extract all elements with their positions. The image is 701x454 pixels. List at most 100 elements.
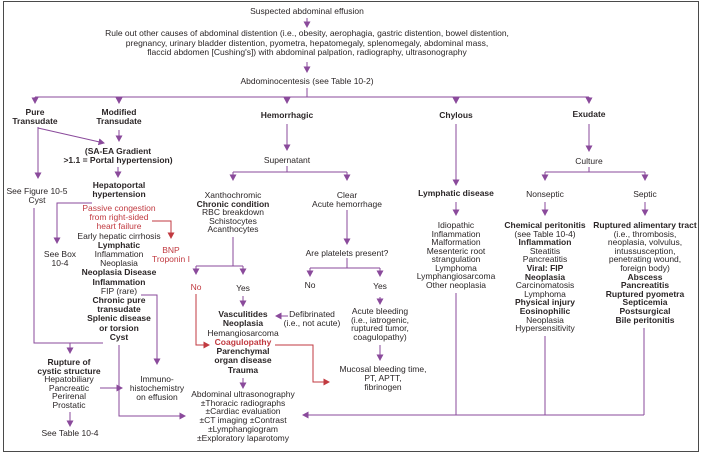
flow-text-line: from right-sided xyxy=(89,212,149,223)
flow-text-line: Rupture of xyxy=(47,357,91,367)
flow-text-line: heart failure xyxy=(96,221,142,232)
flow-text-line: Schistocytes xyxy=(209,215,257,226)
node-no-left: No xyxy=(186,283,206,292)
flow-text-line: Parenchymal xyxy=(216,346,270,357)
flow-text-line: Troponin I xyxy=(152,254,190,264)
flow-text-line: fibrinogen xyxy=(364,382,402,392)
flow-text-line: Lymphoma xyxy=(524,288,566,299)
node-hemorrhagic: Hemorrhagic xyxy=(247,111,327,120)
flow-text-line: hypertension xyxy=(92,189,146,200)
flow-text-line: Supernatant xyxy=(263,155,311,165)
flow-text-line: Yes xyxy=(236,283,250,293)
flow-text-line: Pancreatitis xyxy=(620,280,670,291)
flow-text-line: (SA-EA Gradient xyxy=(84,146,152,156)
flow-text-line: coagulopathy) xyxy=(353,331,407,342)
flow-text-line: Mucosal bleeding time, xyxy=(339,364,427,374)
node-rule-out-other-causes: Rule out other causes of abdominal diste… xyxy=(47,28,567,58)
flow-text-line: Steatitis xyxy=(529,245,561,256)
node-supernatant: Supernatant xyxy=(247,156,327,165)
node-mucosal-bleeding-tests: Mucosal bleeding time,PT, APTT,fibrinoge… xyxy=(330,365,436,392)
node-chylous: Chylous xyxy=(416,111,496,120)
flow-text-line: Early hepatic cirrhosis xyxy=(77,230,161,241)
flow-text-line: Other neoplasia xyxy=(425,279,486,290)
flow-text-line: Transudate xyxy=(12,116,58,127)
node-exudate: Exudate xyxy=(549,110,629,119)
flow-text-line: Lymphatic xyxy=(97,239,141,250)
flow-text-line: Chemical peritonitis xyxy=(504,220,586,230)
flow-text-line: (i.e., iatrogenic, xyxy=(350,314,410,325)
flow-text-line: Lymphangiosarcoma xyxy=(416,271,496,281)
node-sa-ea-gradient: (SA-EA Gradient>1.1 = Portal hypertensio… xyxy=(48,146,188,166)
flow-text-line: strangulation xyxy=(431,254,481,264)
flow-text-line: Eosinophilic xyxy=(519,305,571,316)
flow-text-line: Immuno- xyxy=(140,374,174,384)
flow-text-line: Ruptured pyometra xyxy=(605,288,685,299)
node-nonseptic: Nonseptic xyxy=(505,190,585,199)
flow-text-line: Neoplasia xyxy=(526,314,564,325)
flow-text-line: Coagulopathy xyxy=(214,336,272,347)
flow-text-line: intussusception, xyxy=(614,245,676,256)
flow-text-line: Neoplasia Disease xyxy=(81,267,157,278)
flow-text-line: Abdominal ultrasonography xyxy=(191,389,295,399)
flow-text-line: Ruptured alimentary tract xyxy=(593,220,697,230)
flow-text-line: Inflammation xyxy=(92,276,146,287)
flow-text-line: on effusion xyxy=(136,391,178,402)
flow-text-line: Septic xyxy=(633,189,657,199)
flow-text-line: Hepatobiliary xyxy=(44,374,94,385)
node-yes-left: Yes xyxy=(231,284,255,293)
flow-text-line: Viral: FIP xyxy=(526,262,564,273)
node-no-right: No xyxy=(300,281,320,290)
flow-text-line: Pure xyxy=(25,107,45,117)
flow-text-line: Pancreatic xyxy=(48,382,90,393)
flow-text-line: RBC breakdown xyxy=(202,207,264,218)
node-septic-causes-list: Ruptured alimentary tract(i.e., thrombos… xyxy=(589,221,701,324)
flow-text-line: ±Cardiac evaluation xyxy=(205,406,281,417)
flow-text-line: organ disease xyxy=(214,355,272,366)
flow-text-line: Modified xyxy=(101,107,137,117)
flow-text-line: Hepatoportal xyxy=(92,180,146,190)
flow-text-line: Xanthochromic xyxy=(204,190,262,200)
flow-text-line: flaccid abdomen [Cushing's]) with abdomi… xyxy=(147,47,467,57)
flow-text-line: ±Exploratory laparotomy xyxy=(196,432,290,443)
flow-text-line: ruptured tumor, xyxy=(351,323,409,334)
node-acute-bleeding: Acute bleeding(i.e., iatrogenic,ruptured… xyxy=(332,307,428,341)
flow-text-line: Culture xyxy=(575,156,603,166)
flow-text-line: (see Table 10-4) xyxy=(514,228,576,239)
flow-text-line: Passive congestion xyxy=(82,203,156,213)
flow-text-line: Exudate xyxy=(572,109,606,119)
node-nonseptic-causes-list: Chemical peritonitis(see Table 10-4)Infl… xyxy=(493,221,597,333)
flow-text-line: Pancreatitis xyxy=(522,254,568,265)
flow-text-line: Hemangiosarcoma xyxy=(207,327,279,338)
flow-text-line: ±Lymphangiogram xyxy=(207,423,279,434)
flow-text-line: Inflammation xyxy=(94,249,144,260)
flow-text-line: Carcinomatosis xyxy=(515,280,575,291)
node-suspected-abdominal-effusion: Suspected abdominal effusion xyxy=(237,7,377,16)
flow-text-line: Lymphoma xyxy=(435,262,477,273)
flow-text-line: cystic structure xyxy=(37,365,101,376)
flow-text-line: Splenic disease xyxy=(87,313,151,324)
flow-text-line: Prostatic xyxy=(52,399,86,410)
flow-text-line: Clear xyxy=(336,190,358,200)
flow-text-line: Mesenteric root xyxy=(426,245,486,256)
flow-text-line: histochemistry xyxy=(129,382,185,393)
flow-text-line: penetrating wound, xyxy=(608,254,682,265)
flow-text-line: Hypersensitivity xyxy=(515,323,575,334)
flow-text-line: Trauma xyxy=(227,364,259,375)
flow-text-line: (i.e., thrombosis, xyxy=(613,228,677,239)
flow-text-line: Inflammation xyxy=(431,228,481,239)
flow-text-line: >1.1 = Portal hypertension) xyxy=(63,155,173,166)
flow-text-line: Rule out other causes of abdominal diste… xyxy=(105,28,509,38)
flow-text-line: Acute hemorrhage xyxy=(312,198,382,209)
flow-text-line: No xyxy=(190,282,202,292)
